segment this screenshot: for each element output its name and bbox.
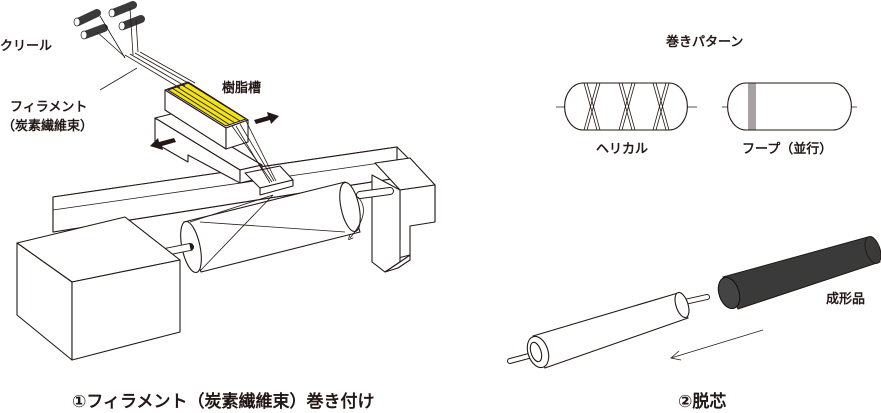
removal-arrow-icon	[670, 329, 764, 361]
carriage	[154, 112, 294, 196]
figure2-caption: ②脱芯	[678, 392, 727, 412]
motor-box	[16, 216, 181, 361]
helical-label: ヘリカル	[596, 142, 649, 157]
creel-label: クリール	[0, 39, 53, 54]
resin-tank-label: 樹脂槽	[222, 81, 262, 96]
winding-patterns-title: 巻きパターン	[666, 35, 744, 50]
creel	[73, 1, 277, 184]
traverse-arrow-right-icon	[254, 112, 279, 124]
molded-product	[717, 236, 881, 310]
hoop-label: フープ（並行）	[742, 142, 833, 157]
helical-pattern	[556, 82, 697, 131]
hoop-pattern	[722, 82, 857, 131]
machine-base	[52, 146, 436, 233]
core-mandrel	[507, 291, 710, 369]
mandrel	[161, 181, 394, 274]
filament-sublabel: （炭素繊維束）	[2, 119, 94, 134]
tailstock	[371, 157, 436, 273]
product-label: 成形品	[826, 292, 866, 307]
traverse-arrow-left-icon	[150, 138, 176, 150]
filament-label: フィラメント	[10, 100, 88, 115]
resin-tank	[164, 81, 249, 150]
figure1-caption: ①フィラメント（炭素繊維束）巻き付け	[72, 392, 375, 412]
